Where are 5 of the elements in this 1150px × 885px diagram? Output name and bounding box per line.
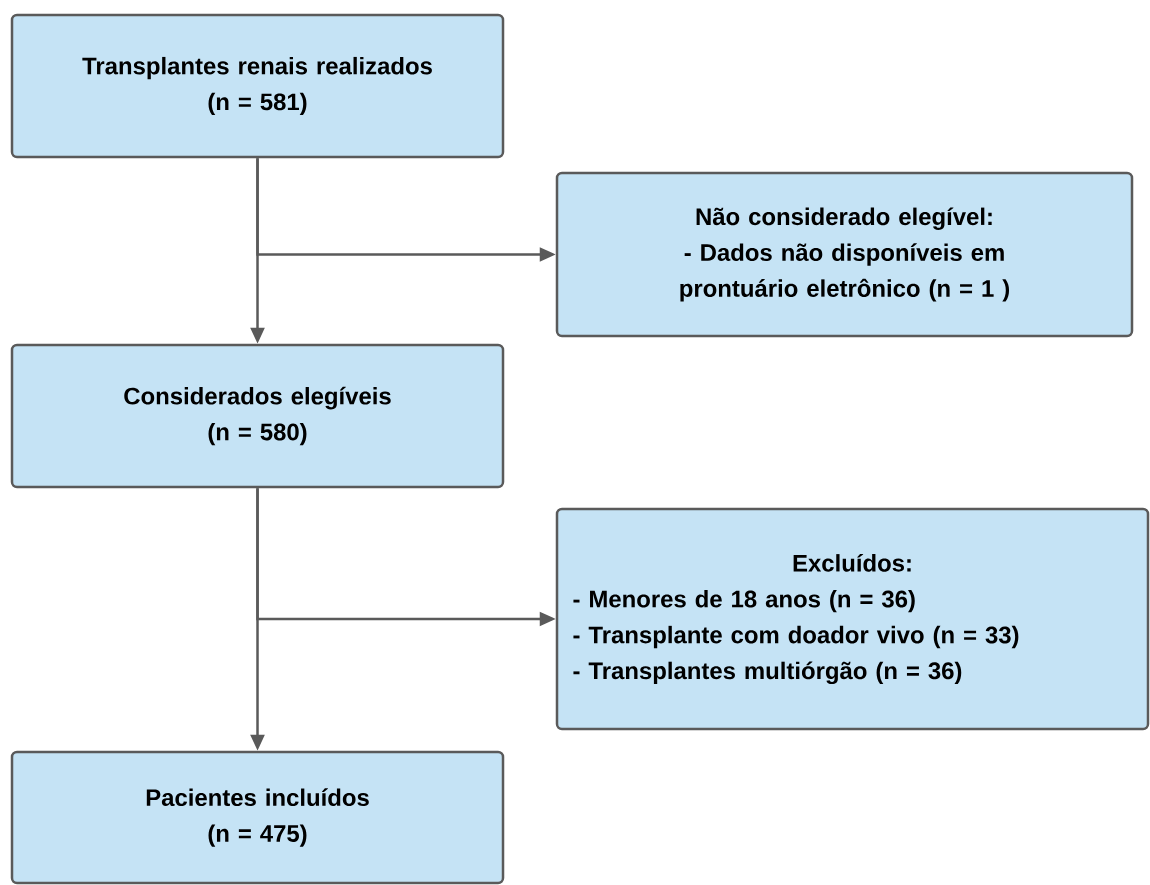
process-box: Não considerado elegível: - Dados não disponíveis em prontuário eletrônico (n = 1 ) [555, 171, 1134, 338]
process-box: Considerados elegíveis (n = 580) [10, 343, 505, 489]
process-box: Transplantes renais realizados (n = 581) [10, 13, 505, 159]
process-box: Pacientes incluídos (n = 475) [10, 750, 505, 885]
process-box: Excluídos: - Menores de 18 anos (n = 36) - Transplante com doador vivo (n = 33) - Transplantes multiórgão (n = 36) [555, 507, 1150, 731]
